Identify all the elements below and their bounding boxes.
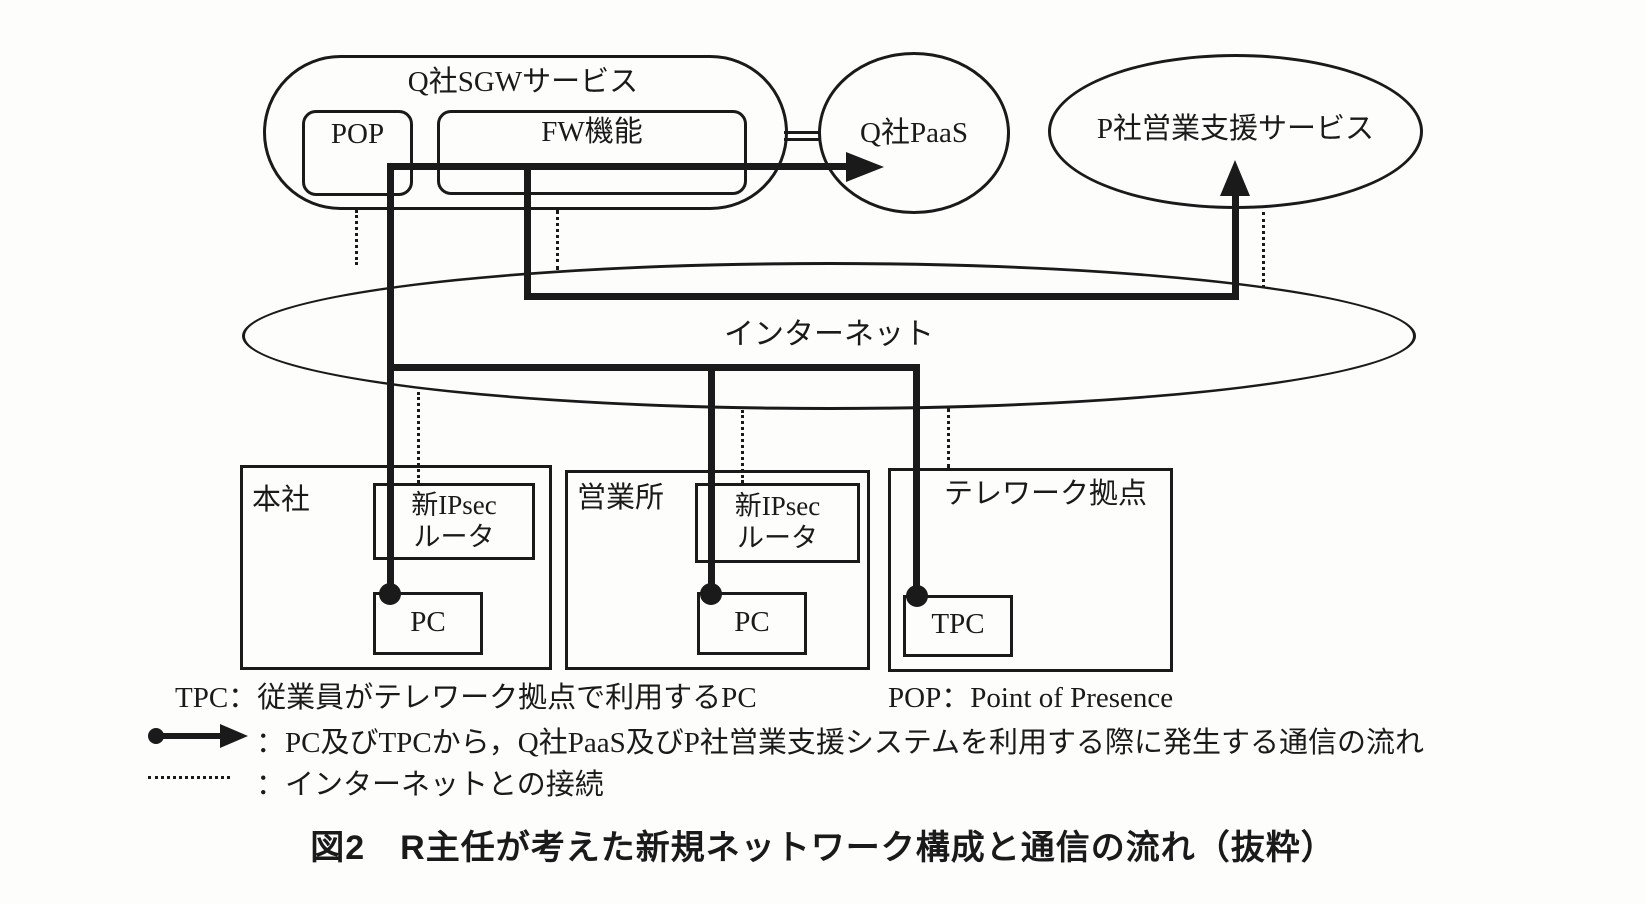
sgw-service-label: Q社SGWサービス <box>407 66 639 98</box>
honsha-box <box>240 465 552 670</box>
dotted-link-internet-telework <box>947 408 950 468</box>
legend-flow-dot-icon <box>148 728 164 744</box>
flow-arrowhead-pservice-icon <box>1220 160 1250 196</box>
legend-dotted-line-icon <box>148 776 230 779</box>
telework-box <box>888 468 1173 672</box>
qpaas-ellipse <box>818 52 1010 214</box>
legend-flow-line-icon <box>158 733 222 739</box>
pop-label: POP <box>330 118 385 150</box>
dotted-link-pservice-internet <box>1262 212 1265 288</box>
legend-tpc-definition: TPC：従業員がテレワーク拠点で利用するPC <box>175 682 757 714</box>
eigyosho-router-label: 新IPsec ルータ <box>695 490 860 555</box>
honsha-router-line2: ルータ <box>413 522 495 553</box>
telework-tpc-box <box>903 595 1013 657</box>
honsha-pc-label: PC <box>410 606 446 638</box>
eigyosho-router-box <box>695 483 860 563</box>
flow-line-sites-horizontal <box>387 364 920 371</box>
flow-line-to-pservice-horizontal <box>524 293 1239 300</box>
honsha-router-line1: 新IPsec <box>411 490 497 520</box>
eigyosho-router-line1: 新IPsec <box>734 491 821 521</box>
dotted-link-pop-internet <box>355 210 358 265</box>
qpaas-label: Q社PaaS <box>860 117 968 149</box>
legend-flow-text: ：PC及びTPCから，Q社PaaS及びP社営業支援システムを利用する際に発生する… <box>256 727 1424 759</box>
flow-line-pop-to-honsha <box>387 163 394 597</box>
flow-arrowhead-qpaas-icon <box>846 152 884 182</box>
dotted-link-internet-eigyosho <box>741 410 744 483</box>
fw-box <box>437 110 747 195</box>
pop-box <box>302 110 413 196</box>
dotted-link-fw-internet <box>556 210 559 270</box>
honsha-router-label: 新IPsec ルータ <box>373 489 535 554</box>
honsha-label: 本社 <box>252 484 311 516</box>
flow-line-fw-down <box>524 163 531 300</box>
internet-label: インターネット <box>724 318 934 351</box>
pservice-label: P社営業支援サービス <box>1096 113 1375 145</box>
legend-pop-definition: POP：Point of Presence <box>888 682 1174 714</box>
eigyosho-pc-box <box>697 592 807 655</box>
eigyosho-label: 営業所 <box>577 482 665 514</box>
honsha-router-box <box>373 483 535 560</box>
telework-label: テレワーク拠点 <box>944 478 1148 510</box>
internet-ellipse <box>242 262 1416 410</box>
eigyosho-box <box>565 470 870 670</box>
figure-caption: 図2 R主任が考えた新規ネットワーク構成と通信の流れ（抜粋） <box>310 829 1336 867</box>
telework-tpc-label: TPC <box>931 608 985 640</box>
flow-line-to-qpaas <box>387 163 848 170</box>
dotted-link-internet-honsha <box>417 392 420 483</box>
sgw-paas-connector <box>784 131 820 141</box>
eigyosho-router-line2: ルータ <box>737 523 818 554</box>
fw-label: FW機能 <box>541 116 643 148</box>
eigyosho-pc-label: PC <box>734 606 770 638</box>
legend-dotted-text: ：インターネットとの接続 <box>256 769 604 801</box>
legend-flow-arrowhead-icon <box>220 724 248 748</box>
flow-line-to-telework <box>913 364 920 599</box>
honsha-pc-box <box>373 592 483 655</box>
flow-line-to-pservice-vertical <box>1232 193 1239 300</box>
flow-line-to-eigyosho <box>708 364 715 597</box>
